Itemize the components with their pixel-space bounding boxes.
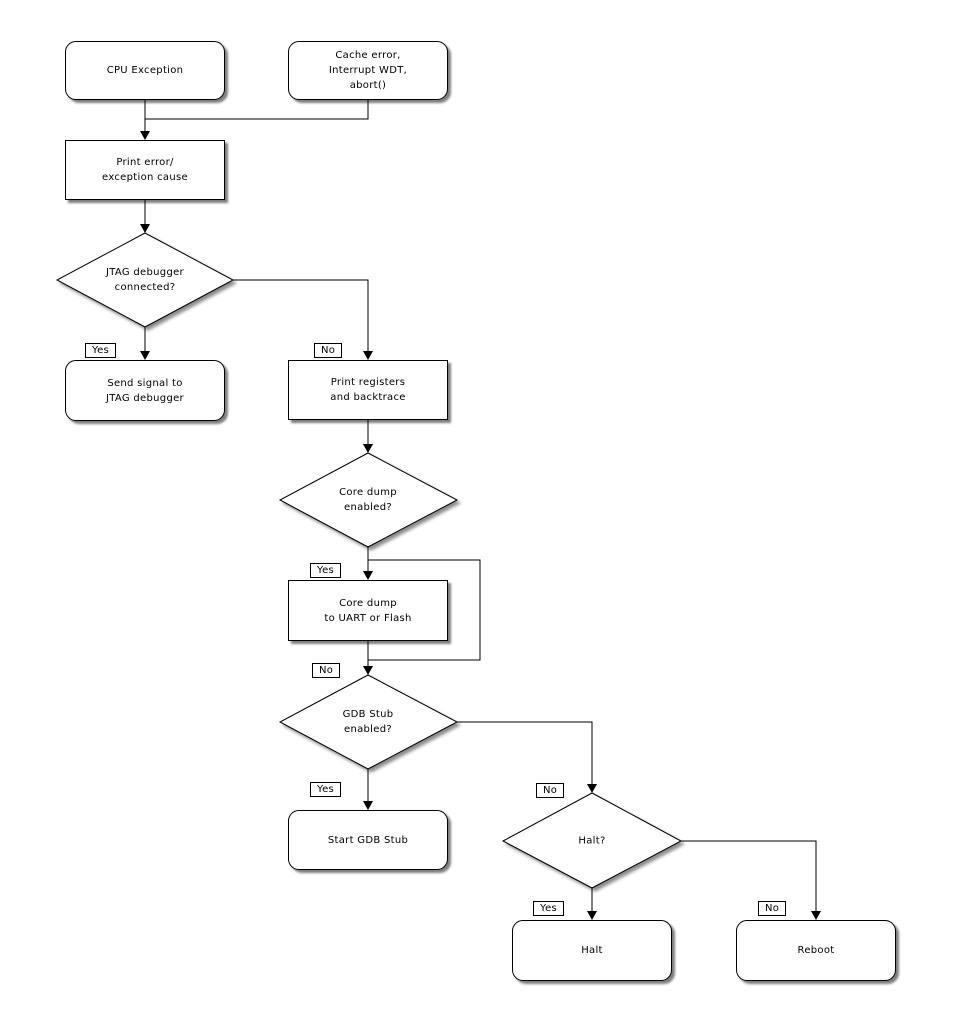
decision-gdb-stub-text: GDB Stub enabled? [343,707,394,737]
node-reboot-label: Reboot [797,945,835,956]
node-print-error-line1: Print error/ [116,157,174,168]
node-print-error: Print error/ exception cause [65,140,225,200]
decision-halt-text: Halt? [578,834,605,849]
arrow-into-halt-diamond [587,784,597,793]
edge-label-jtag-no: No [314,343,343,358]
arrow-into-core-dump-box [363,571,373,580]
node-print-registers: Print registers and backtrace [288,360,448,420]
node-send-signal-line2: JTAG debugger [106,392,184,404]
node-print-error-line2: exception cause [102,172,188,183]
node-print-registers-line1: Print registers [330,377,406,388]
arrow-into-print-error [140,131,150,140]
arrow-into-send-signal [140,351,150,360]
decision-gdb-stub-line2: enabled? [344,724,392,735]
arrow-into-jtag-diamond [140,224,150,233]
node-reboot: Reboot [736,920,896,981]
edge-gdb-no-to-halt-question [457,721,593,785]
node-core-dump-line1: Core dump [339,597,397,609]
arrow-into-core-dump-diamond [363,444,373,453]
arrow-into-gdb-diamond [363,666,373,675]
node-send-signal: Send signal to JTAG debugger [65,360,225,421]
node-cpu-exception: CPU Exception [65,41,225,100]
arrow-into-halt-box [587,911,597,920]
decision-jtag-connected [55,232,235,328]
node-halt: Halt [512,920,672,981]
edge-label-gdb-yes: Yes [310,782,342,797]
node-cache-error-line2: Interrupt WDT, [328,65,408,76]
edge-label-halt-yes: Yes [533,901,565,916]
edge-label-jtag-yes: Yes [85,343,117,358]
decision-gdb-stub-enabled [278,674,459,770]
edge-halt-no-to-reboot [680,840,817,912]
decision-core-dump-line1: Core dump [339,487,397,498]
decision-jtag-line1: JTAG debugger [106,267,184,278]
node-send-signal-line1: Send signal to [107,377,183,389]
node-start-gdb-stub: Start GDB Stub [288,810,448,870]
node-start-gdb-stub-label: Start GDB Stub [327,834,409,846]
node-cache-error: Cache error, Interrupt WDT, abort() [288,41,448,100]
node-cache-error-line3: abort() [349,80,387,91]
edge-label-gdb-no: No [536,783,565,798]
arrow-into-start-gdb [363,801,373,810]
node-core-dump-line2: to UART or Flash [324,612,412,624]
decision-core-dump-enabled [278,452,459,548]
decision-halt-question [501,792,683,889]
edge-jtag-no-to-print-registers [233,279,369,352]
arrow-into-print-registers [363,351,373,360]
decision-core-dump-line2: enabled? [344,502,392,513]
decision-core-dump-text: Core dump enabled? [339,485,397,515]
edge-core-dump-no-bypass [368,559,481,661]
node-core-dump: Core dump to UART or Flash [288,580,448,641]
node-cache-error-line1: Cache error, [335,50,401,61]
decision-halt-line1: Halt? [578,835,606,847]
node-print-registers-line2: and backtrace [330,392,406,403]
edge-cache-merge [145,100,369,120]
node-cpu-exception-label: CPU Exception [106,65,184,76]
decision-jtag-line2: connected? [114,282,176,293]
arrow-into-reboot-box [811,911,821,920]
decision-gdb-stub-line1: GDB Stub [342,709,394,720]
edge-label-core-dump-no: No [312,663,341,678]
edge-label-halt-no: No [758,901,787,916]
node-halt-label: Halt [581,945,603,956]
decision-jtag-connected-text: JTAG debugger connected? [106,265,184,295]
edge-label-core-dump-yes: Yes [310,563,342,578]
